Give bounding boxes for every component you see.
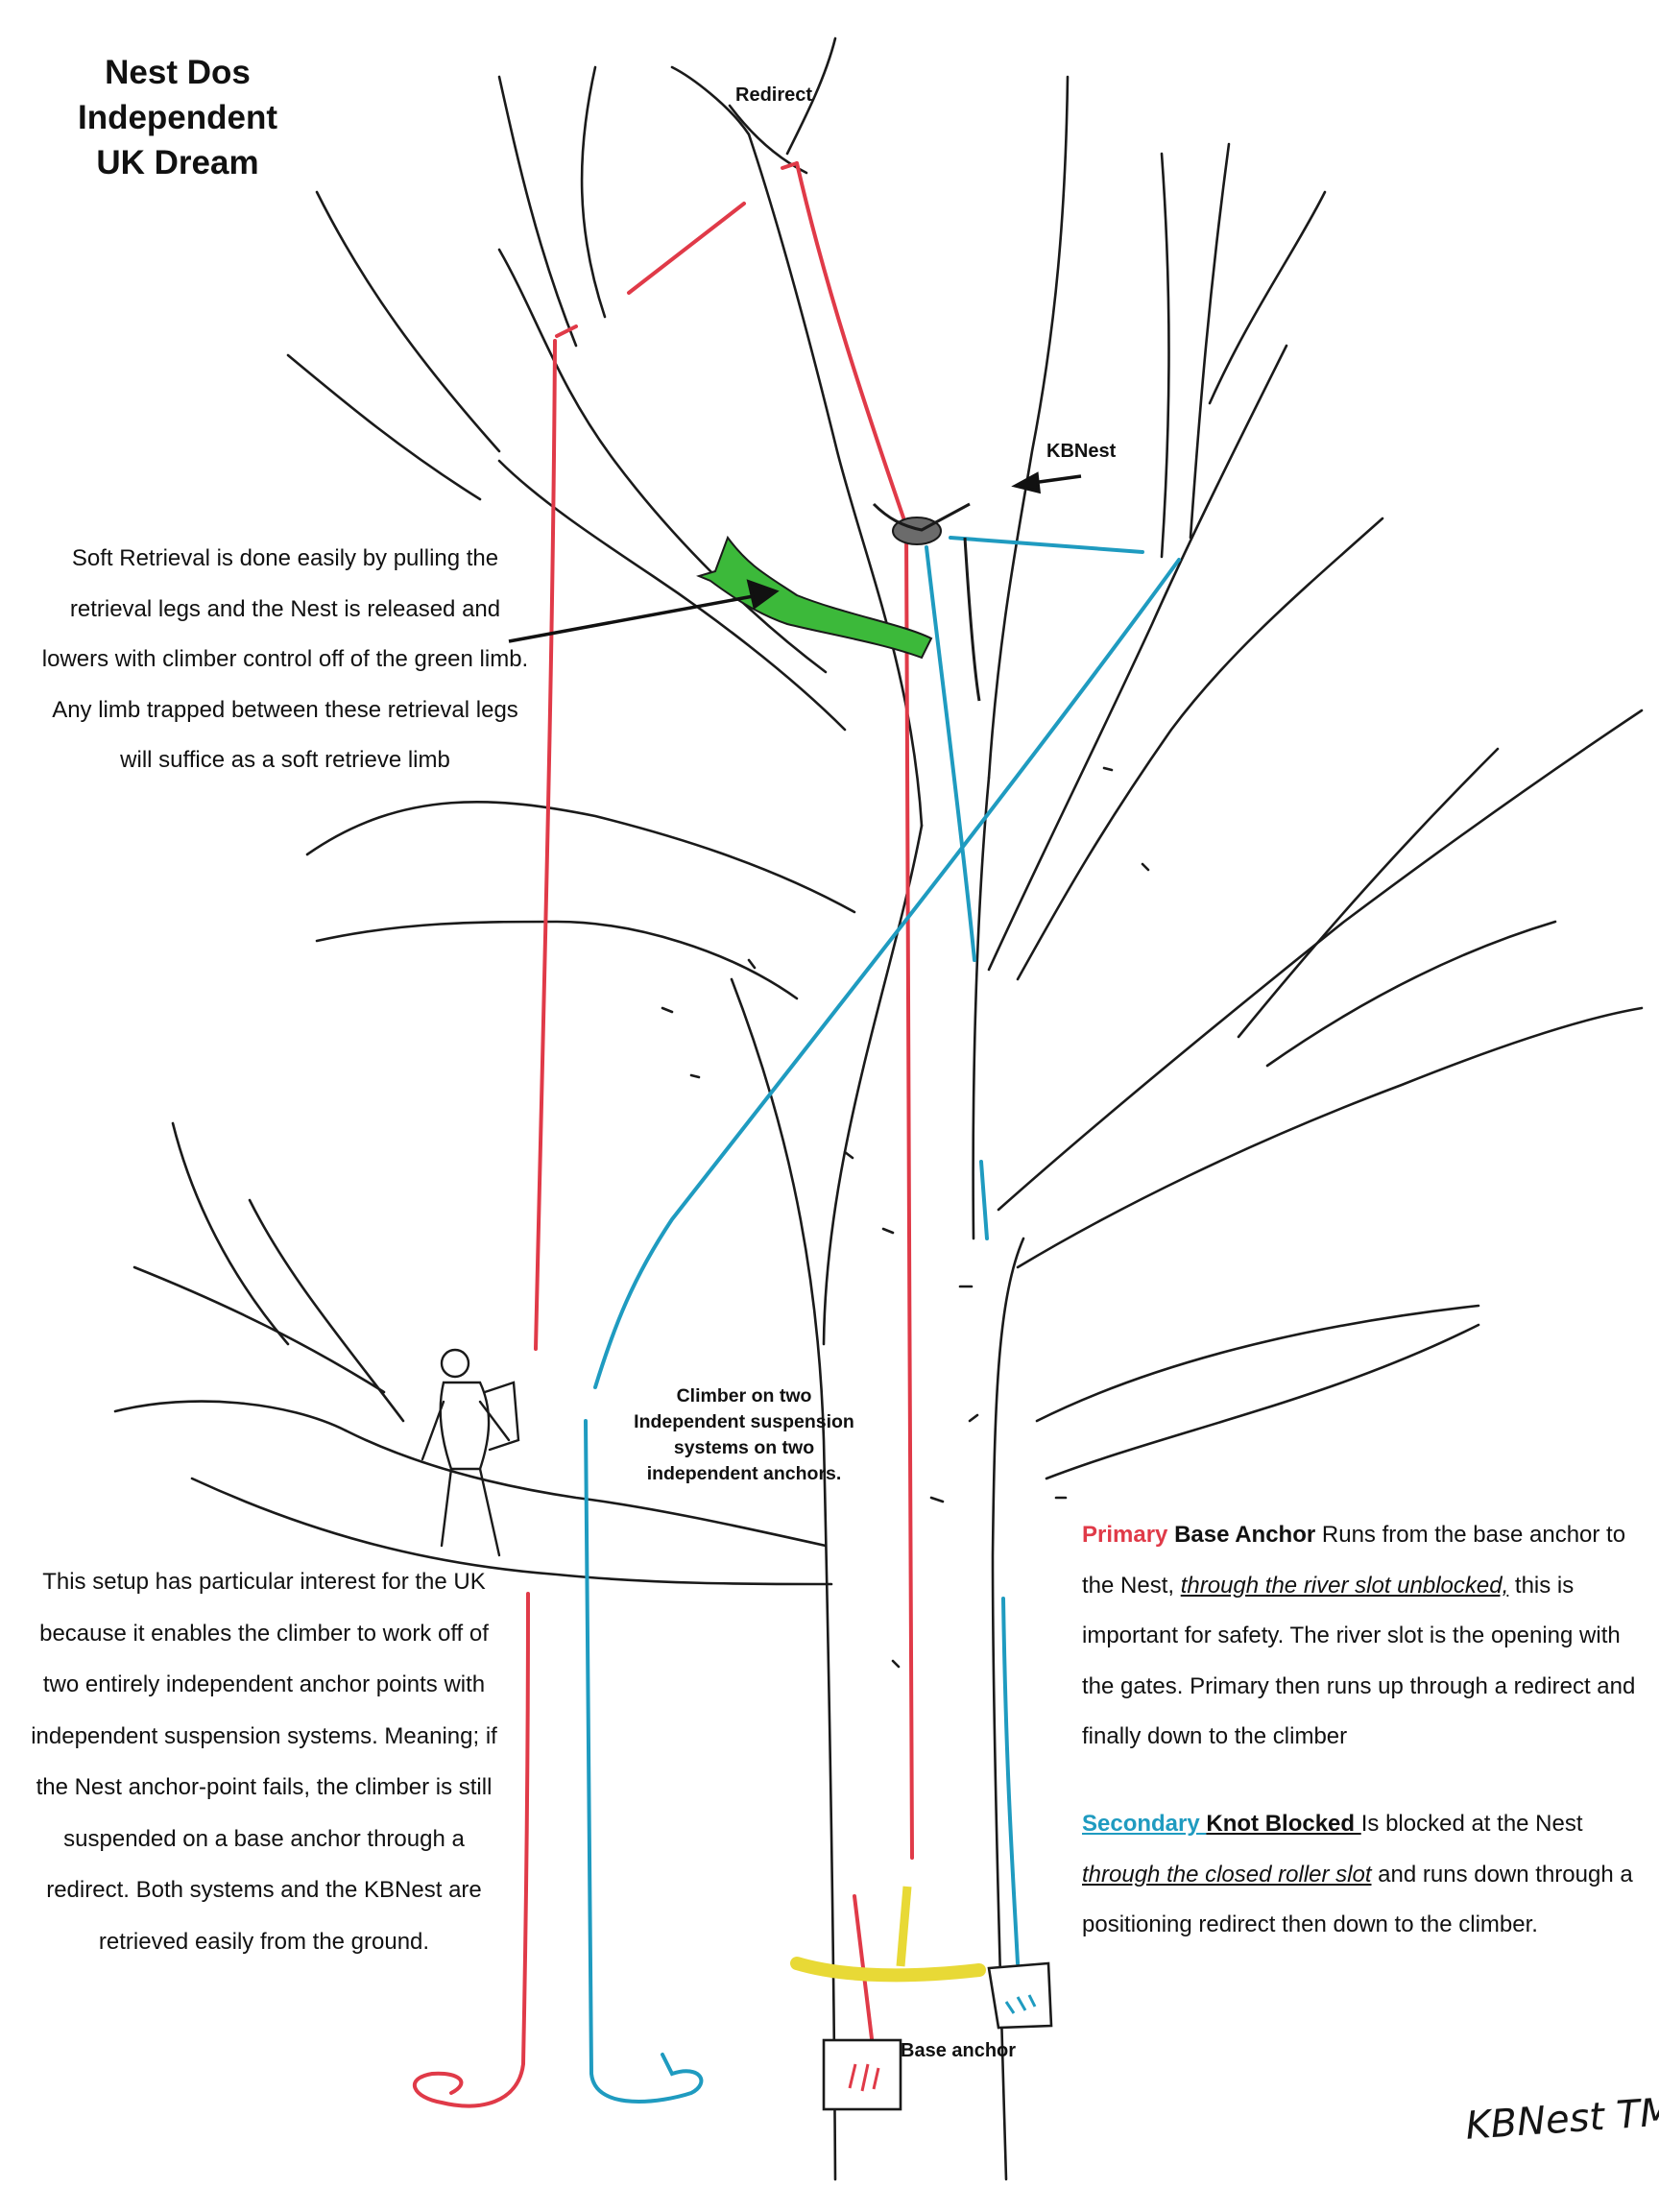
diagram-title: Nest Dos Independent UK Dream	[38, 50, 317, 185]
right-top-limb	[1160, 152, 1170, 559]
right-top-limb-b	[1189, 142, 1231, 540]
primary-rope-redirect-over	[781, 161, 799, 170]
left-low-twig-b	[286, 353, 482, 501]
right-upper-limb-a	[987, 344, 1288, 972]
base-anchor-strap	[790, 1957, 986, 1983]
leader-left	[747, 132, 924, 828]
secondary-heading: Secondary	[1082, 1811, 1207, 1837]
primary-rope-high-limb-b	[555, 325, 578, 338]
kbnest-device	[872, 502, 981, 702]
leader-right	[987, 75, 1070, 780]
primary-text-2: this is important for safety. The river …	[1082, 1572, 1636, 1750]
secondary-text-1: Is blocked at the Nest	[1360, 1811, 1583, 1837]
secondary-throw-bag	[987, 1961, 1053, 2030]
secondary-rope-to-ground	[1001, 1597, 1020, 1965]
right-upper-limb-b	[1016, 517, 1384, 981]
primary-subheading: Base Anchor	[1174, 1522, 1316, 1548]
primary-text-emphasis: through the river slot unblocked,	[1180, 1572, 1509, 1599]
left-upper-a	[497, 248, 828, 674]
climber-limb-top	[344, 1429, 828, 1548]
left-lower-twig-a	[248, 1198, 405, 1423]
primary-text-1: Runs from the base anchor to the Nest,	[1082, 1522, 1626, 1599]
secondary-subheading: Knot Blocked	[1206, 1811, 1361, 1837]
soft-retrieval-text: Soft Retrieval is done easily by pulling…	[41, 545, 529, 773]
kbnest-arrow-line	[1031, 474, 1082, 485]
green-limb	[696, 535, 933, 660]
trunk-right-edge	[991, 1237, 1025, 2181]
climber-limb-bottom	[190, 1477, 833, 1586]
green-limb-arrow-head	[746, 579, 780, 610]
title-line-2: Independent	[77, 99, 278, 136]
green-limb-arrow-line	[508, 593, 759, 643]
trunk-left-edge	[730, 977, 837, 2181]
left-upper-b	[497, 459, 847, 732]
right-lower-branch-b	[1265, 920, 1557, 1068]
right-top-twig	[1208, 190, 1327, 405]
primary-rope-down-to-climber	[534, 339, 557, 1351]
primary-rope-tail	[412, 1592, 530, 2108]
secondary-rope-redirect-mark	[979, 1160, 989, 1240]
base-anchor-label: Base anchor	[901, 2040, 1017, 2061]
left-high-limb-b	[580, 65, 607, 319]
climber-limb-end	[113, 1400, 348, 1432]
secondary-text-emphasis: through the closed roller slot	[1082, 1861, 1372, 1887]
primary-rope-to-nest	[904, 524, 914, 1860]
secondary-text-2: and runs down through a positioning redi…	[1082, 1861, 1633, 1938]
right-lower-branch-a	[1237, 747, 1500, 1039]
right-lower-limb-top	[997, 709, 1644, 1212]
title-line-1: Nest Dos	[105, 54, 251, 91]
right-far-limb	[1035, 1304, 1480, 1423]
redirect-fork-left	[670, 65, 751, 136]
climber-label: Climber on two Independent suspension sy…	[634, 1385, 854, 1484]
primary-throw-bag	[822, 2038, 902, 2111]
left-lower-twig-c	[171, 1121, 290, 1346]
right-lower-limb-bottom	[1016, 1006, 1644, 1269]
secondary-description: Secondary Knot Blocked Is blocked at the…	[1082, 1799, 1648, 1951]
left-branch-bottom	[315, 920, 799, 1000]
left-lower-twig-b	[132, 1265, 386, 1394]
primary-description: Primary Base Anchor Runs from the base a…	[1082, 1510, 1648, 1763]
kbnest-label: KBNest	[1046, 441, 1117, 462]
left-high-limb	[497, 75, 578, 348]
secondary-rope-tail	[584, 1419, 704, 2104]
climber-figure	[421, 1348, 520, 1557]
primary-rope-to-redirect	[795, 161, 908, 528]
left-branch-top	[305, 800, 856, 914]
base-strap-leg	[896, 1886, 912, 1967]
left-low-twig	[315, 190, 501, 453]
trunk-center-right	[972, 776, 991, 1240]
secondary-rope-limb-to-climber	[593, 558, 1181, 1389]
secondary-rope-nest-to-limb	[949, 536, 1144, 554]
primary-heading: Primary	[1082, 1522, 1168, 1548]
redirect-fork-right	[785, 36, 837, 156]
kbnest-arrow-head	[1011, 471, 1042, 494]
uk-interest-text: This setup has particular interest for t…	[31, 1569, 497, 1955]
primary-rope-high-limb	[627, 202, 746, 295]
right-far-limb-b	[1045, 1323, 1480, 1480]
secondary-rope-down-trunk	[925, 545, 976, 962]
title-line-3: UK Dream	[96, 144, 259, 181]
redirect-label: Redirect	[735, 84, 813, 106]
